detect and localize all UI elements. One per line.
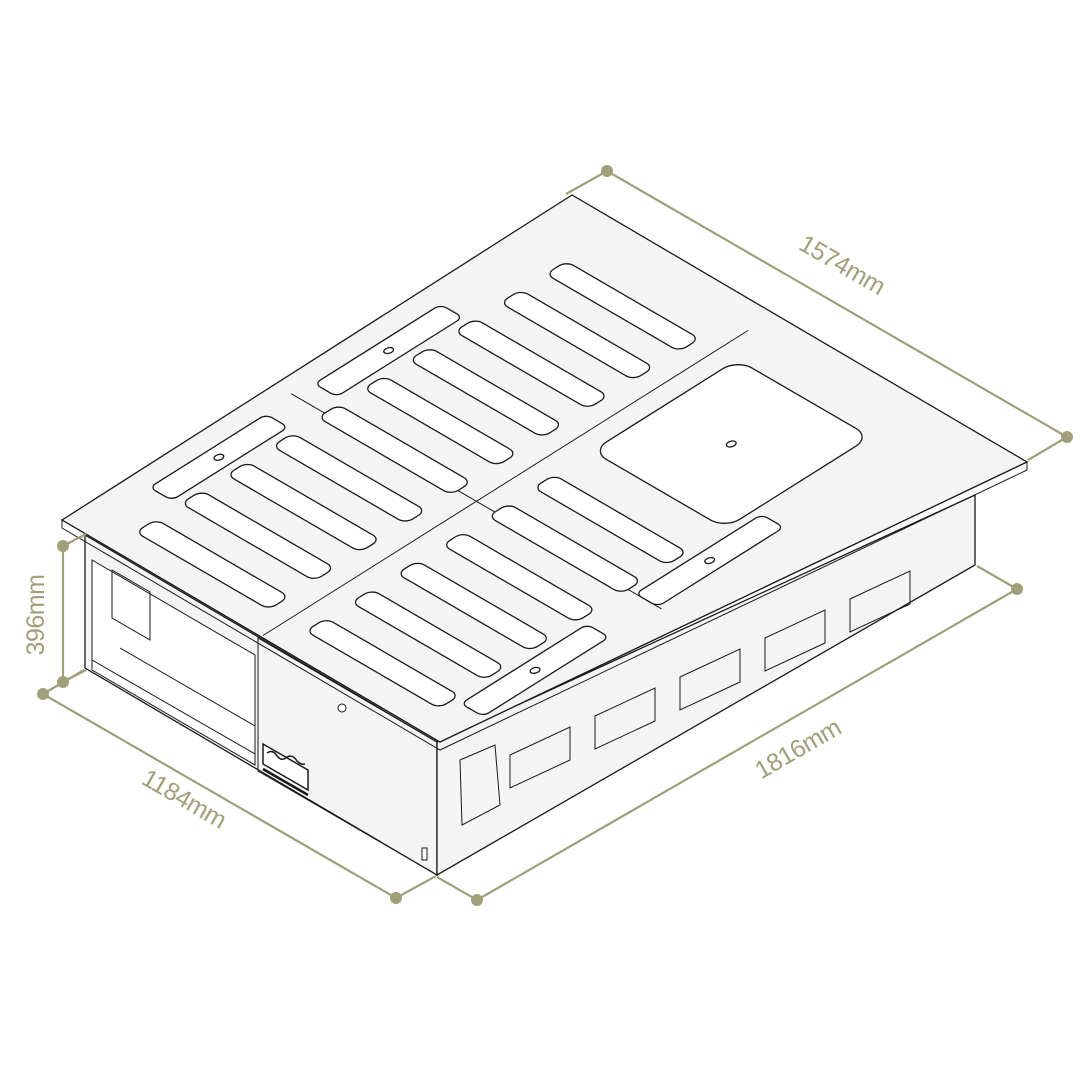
side-rib-cutout xyxy=(510,727,570,788)
brand-logo xyxy=(262,742,309,797)
deck-slot xyxy=(500,290,654,380)
deck-hole xyxy=(703,556,717,564)
deck-slot xyxy=(136,519,290,609)
dimension-height: 396mm xyxy=(22,533,87,688)
dimension-label-396: 396mm xyxy=(22,575,50,656)
side-rib-cutouts xyxy=(510,571,910,788)
deck-slot xyxy=(534,475,688,565)
deck-slot xyxy=(443,532,597,622)
deck-slot xyxy=(455,319,609,409)
deck-slot xyxy=(272,433,426,523)
bay-inner-line xyxy=(120,648,255,726)
deck-slot xyxy=(306,618,460,708)
dimension-label-1574: 1574mm xyxy=(794,229,890,300)
right-cutout xyxy=(460,745,500,825)
deck-hole xyxy=(212,453,226,461)
side-rib-cutout xyxy=(765,610,825,671)
open-bay xyxy=(91,559,256,766)
deck-slot xyxy=(227,462,381,552)
deck-hole xyxy=(528,666,542,674)
drawer-front-panel xyxy=(258,638,437,875)
deck-slot xyxy=(364,376,518,466)
deck-slot xyxy=(488,504,642,594)
side-rib-cutout xyxy=(680,649,740,710)
deck-slot xyxy=(351,590,505,680)
deck-slot xyxy=(409,347,563,437)
side-rib-cutout xyxy=(850,571,910,632)
bay-shelf-line xyxy=(92,660,255,754)
latch-slot xyxy=(421,847,428,861)
side-rib-cutout xyxy=(595,688,655,749)
deck-slot xyxy=(546,261,700,351)
deck-split-line xyxy=(263,331,748,636)
deck-plane xyxy=(78,223,933,743)
deck-hole xyxy=(724,440,738,448)
left-cutout xyxy=(112,570,150,640)
top-deck-thickness xyxy=(62,462,1027,750)
deck-slot xyxy=(318,405,472,495)
deck-slot xyxy=(181,491,335,581)
deck-hole xyxy=(382,346,396,354)
dimension-label-1816: 1816mm xyxy=(750,713,846,784)
drawer-handle-hole xyxy=(337,703,347,713)
deck-slot xyxy=(397,561,551,651)
